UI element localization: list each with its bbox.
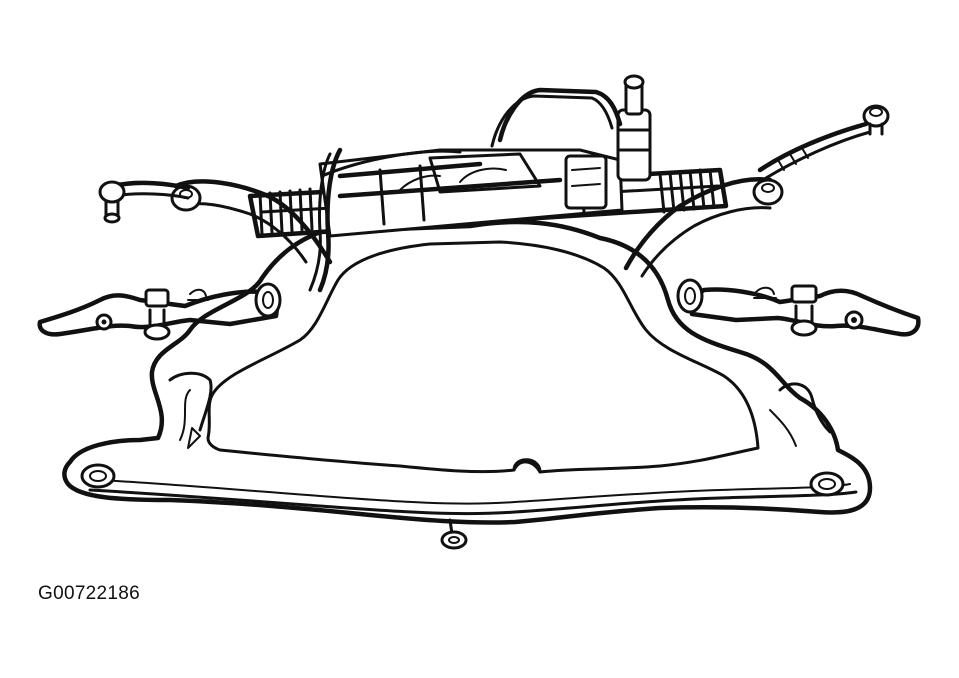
figure-id-label: G00722186 — [38, 583, 141, 604]
right-tie-rod — [757, 104, 890, 180]
left-control-arm — [37, 282, 282, 341]
right-control-arm — [676, 278, 921, 337]
steering-rack — [170, 74, 784, 293]
tow-hook — [440, 518, 468, 550]
left-tie-rod — [98, 180, 191, 224]
subframe-crossmember — [62, 219, 873, 525]
